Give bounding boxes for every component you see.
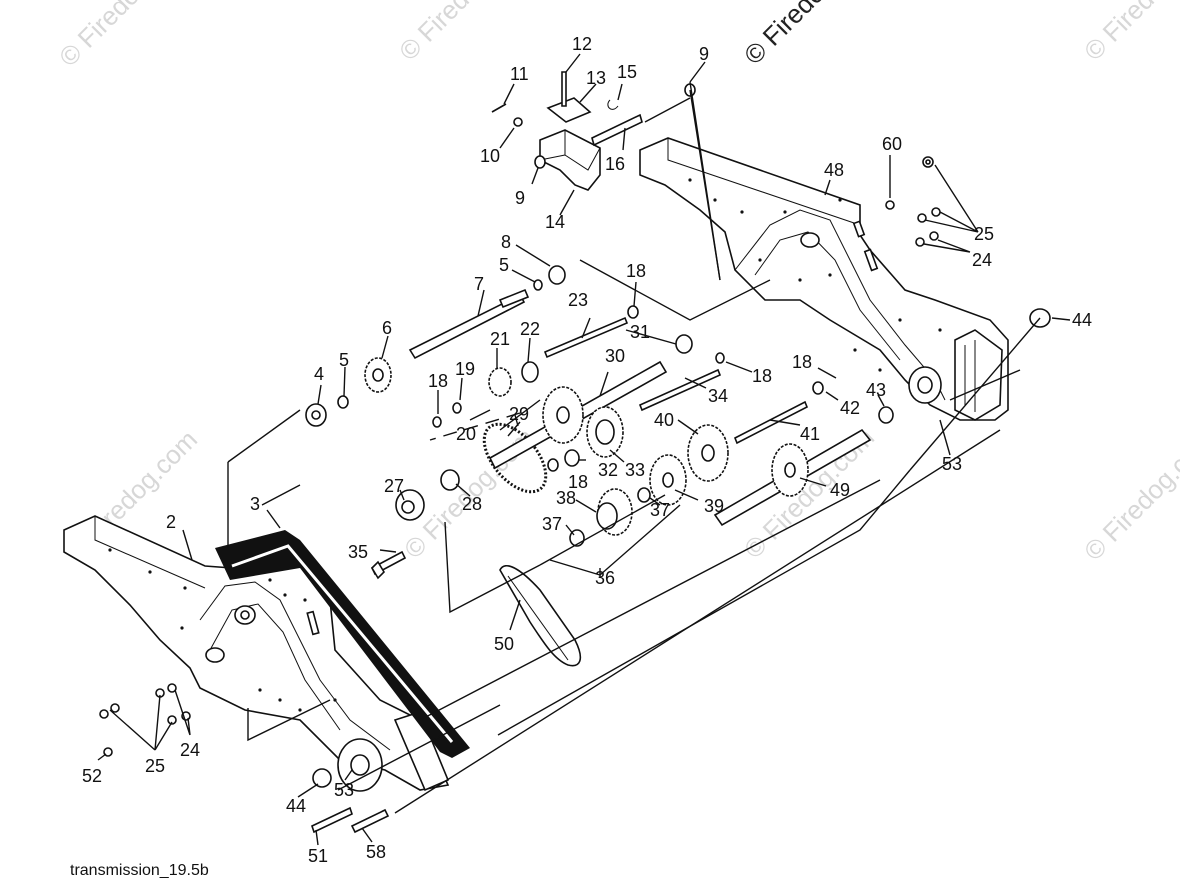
diagram-caption: transmission_19.5b [70, 862, 209, 879]
callout-7: 7 [474, 274, 484, 294]
callout-44: 44 [1072, 310, 1092, 330]
callout-30: 30 [605, 346, 625, 366]
callout-18: 18 [428, 371, 448, 391]
callout-13: 13 [586, 68, 606, 88]
callout-37: 37 [650, 500, 670, 520]
callout-6: 6 [382, 318, 392, 338]
callout-38: 38 [556, 488, 576, 508]
callout-8: 8 [501, 232, 511, 252]
drive-belt [215, 530, 470, 758]
fasteners [99, 156, 941, 834]
callout-labels: 2 3 4 5 5 6 7 8 9 9 10 11 12 13 14 15 16… [82, 34, 1092, 866]
callout-12: 12 [572, 34, 592, 54]
callout-11: 11 [510, 64, 529, 84]
callout-10: 10 [480, 146, 500, 166]
callout-16: 16 [605, 154, 625, 174]
callout-41: 41 [800, 424, 820, 444]
belt-50 [499, 565, 582, 667]
callout-32: 32 [598, 460, 618, 480]
callout-20: 20 [456, 424, 476, 444]
callout-58: 58 [366, 842, 386, 862]
callout-25: 25 [974, 224, 994, 244]
callout-22: 22 [520, 319, 540, 339]
callout-52: 52 [82, 766, 102, 786]
callout-9: 9 [699, 44, 709, 64]
callout-5: 5 [499, 255, 509, 275]
callout-29: 29 [509, 404, 529, 424]
callout-42: 42 [840, 398, 860, 418]
callout-40: 40 [654, 410, 674, 430]
callout-48: 48 [824, 160, 844, 180]
callout-33: 33 [625, 460, 645, 480]
callout-36: 36 [595, 568, 615, 588]
callout-44: 44 [286, 796, 306, 816]
callout-51: 51 [308, 846, 328, 866]
leader-lines [227, 89, 1041, 814]
callout-23: 23 [568, 290, 588, 310]
callout-31: 31 [630, 322, 650, 342]
callout-49: 49 [830, 480, 850, 500]
callout-2: 2 [166, 512, 176, 532]
watermark-4: © Firedog [1078, 0, 1180, 66]
callout-24: 24 [972, 250, 992, 270]
callout-15: 15 [617, 62, 637, 82]
callout-37: 37 [542, 514, 562, 534]
callout-24: 24 [180, 740, 200, 760]
callout-9: 9 [515, 188, 525, 208]
callout-53: 53 [942, 454, 962, 474]
callout-14: 14 [545, 212, 565, 232]
watermark-3: © Firedog [738, 0, 840, 70]
callout-3: 3 [250, 494, 260, 514]
callout-pointers [97, 53, 1071, 846]
callout-18: 18 [626, 261, 646, 281]
callout-5: 5 [339, 350, 349, 370]
callout-34: 34 [708, 386, 728, 406]
watermark-8: © Firedog.com [1078, 424, 1180, 566]
callout-39: 39 [704, 496, 724, 516]
sprockets [542, 386, 809, 536]
shift-assembly [491, 71, 643, 191]
callout-19: 19 [455, 359, 475, 379]
right-frame-plate [639, 137, 1009, 421]
callout-27: 27 [384, 476, 404, 496]
callout-4: 4 [314, 364, 324, 384]
callout-60: 60 [882, 134, 902, 154]
callout-35: 35 [348, 542, 368, 562]
callout-50: 50 [494, 634, 514, 654]
callout-25: 25 [145, 756, 165, 776]
watermarks: © Firedog © Firedog © Firedog © Firedog … [53, 0, 1180, 566]
callout-28: 28 [462, 494, 482, 514]
callout-18: 18 [568, 472, 588, 492]
callout-53: 53 [334, 780, 354, 800]
callout-18: 18 [752, 366, 772, 386]
callout-43: 43 [866, 380, 886, 400]
callout-18: 18 [792, 352, 812, 372]
watermark-2: © Firedog [393, 0, 495, 66]
watermark-1: © Firedog [53, 0, 155, 72]
callout-21: 21 [490, 329, 510, 349]
